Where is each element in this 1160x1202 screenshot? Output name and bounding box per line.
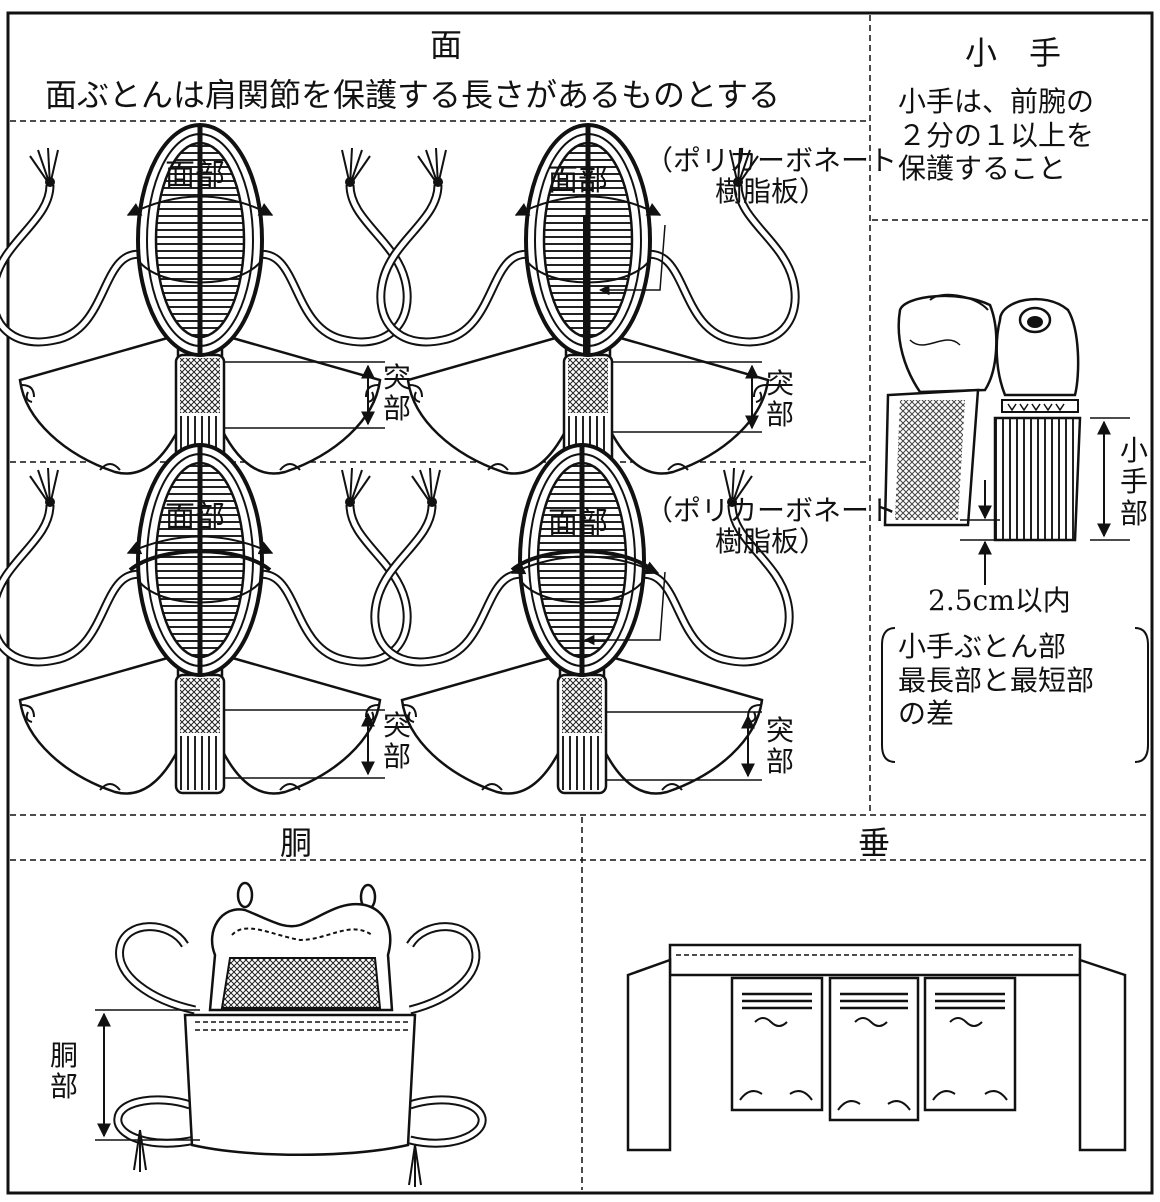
plate-label: （ポリカーボネート 樹脂板） [645, 144, 898, 209]
kote-tolerance-label: 2.5cm以内 [928, 584, 1071, 617]
face-part-label: 面部 [165, 500, 225, 535]
face-part-label: 面部 [165, 158, 225, 193]
kote-note-text: 小手ぶとん部 最長部と最短部 の差 [898, 630, 1095, 731]
men-section-title: 面 [430, 26, 463, 64]
face-range-arrow [514, 195, 662, 216]
face-range-arrow [126, 535, 274, 555]
do-section-title: 胴 [280, 824, 313, 862]
throat-label: 突 部 [766, 714, 795, 779]
kote-rule-text: 小手は、前腕の ２分の１以上を 保護すること [898, 85, 1095, 186]
kote-gloves [881, 293, 1149, 763]
face-part-label: 面部 [548, 163, 608, 198]
face-range-arrow [510, 555, 660, 575]
men-mask-top-right [381, 125, 795, 474]
men-rule-text: 面ぶとんは肩関節を保護する長さがあるものとする [45, 76, 781, 114]
throat-label: 突 部 [766, 367, 795, 432]
face-part-label: 面部 [548, 506, 608, 541]
kote-section-title: 小 手 [965, 34, 1062, 72]
plate-pointer [598, 224, 666, 296]
do-breastplate [95, 881, 487, 1187]
kote-part-label: 小 手 部 [1120, 434, 1149, 530]
throat-label: 突 部 [383, 709, 412, 774]
do-part-label: 胴 部 [50, 1039, 79, 1104]
tare-waist-protector [626, 943, 1127, 1152]
plate-label: （ポリカーボネート 樹脂板） [645, 494, 898, 559]
throat-label: 突 部 [383, 361, 412, 426]
plate-pointer [583, 571, 666, 646]
face-range-arrow [126, 195, 274, 216]
tare-section-title: 垂 [858, 824, 891, 862]
